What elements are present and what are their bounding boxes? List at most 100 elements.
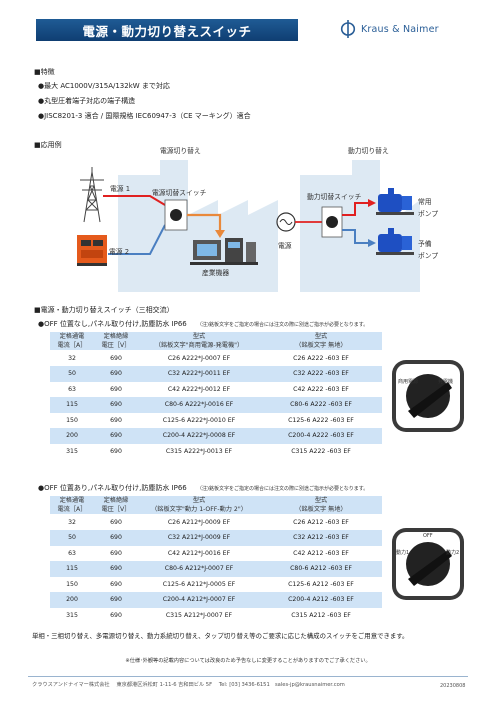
main-pump-label-1: 常用 [418,198,432,206]
table-cell: C26 A212 -603 EF [293,519,349,526]
table-cell: 115 [50,397,94,413]
table-cell: 690 [110,447,122,455]
header-line: 定格通電 [59,333,85,340]
table-cell: 150 [66,580,78,588]
header-line: （銘板文字 無地） [295,506,347,513]
table1-caption-text: ●OFF 位置なし,パネル取り付け,防塵防水 IP66 [38,320,187,328]
col-voltage-header: 定格絶縁電圧［V］ [94,332,138,351]
table-cell: C315 A222*J-0013 EF [165,447,233,455]
table-cell: 690 [110,611,122,619]
table-cell: 690 [94,530,138,546]
table-cell: C26 A222 -603 EF [293,355,349,362]
table-cell: C32 A212 -603 EF [260,530,382,546]
knob2-right-label: 動力2 [446,550,460,556]
table-cell: C200-4 A222*J-0008 EF [138,428,260,444]
table-cell: C200-4 A212 -603 EF [260,592,382,608]
col-model-plain-header: 型式（銘板文字 無地） [260,332,382,351]
motor-switch-title: 動力切り替え [348,147,389,155]
table-cell: C26 A212*J-0009 EF [167,519,231,526]
table-cell: 690 [94,561,138,577]
spec-table-1: 定格通電電流［A］ 定格絶縁電圧［V］ 型式 （銘板文字"商用電源-発電機"） 型… [50,332,382,459]
page-title: 電源・動力切り替えスイッチ [36,19,298,41]
usage-heading: ■応用例 [34,141,62,149]
header-line: 型式 [192,333,206,340]
brand-logo: Kraus & Naimer [340,18,439,40]
header-line: 定格通電 [59,497,85,504]
header-line: 定格絶縁 [103,497,129,504]
table-cell: C125-6 A222 -603 EF [288,416,354,424]
table-cell: 200 [50,428,94,444]
header-line: 電流［A］ [57,342,87,349]
feature-item: ●JISC8201-3 適合 / 国際規格 IEC60947-3（CE マーキン… [38,112,251,120]
knob2-left-label: 動力1 [396,550,410,556]
table2-note: （注)銘板文字をご指定の場合には注文の際に別途ご指示が必要となります。 [197,486,369,492]
table-cell: 32 [68,355,76,362]
power-label: 電源 [278,242,292,250]
table-cell: C315 A212 -603 EF [291,611,351,619]
table-cell: 690 [110,416,122,424]
table-cell: C80-6 A212*J-0007 EF [138,561,260,577]
col-model-header: 型式 （銘板文字"動力 1-OFF-動力 2"） [138,496,260,515]
power-switch-label: 電源切替スイッチ [152,189,207,197]
company-info: クラウスアンドナイマー株式会社 東京都港区浜松町 1-11-6 吉和田ビル 5F… [32,682,345,688]
table-cell: C80-6 A222*J-0016 EF [138,397,260,413]
header-line: （銘板文字"動力 1-OFF-動力 2"） [151,506,247,513]
header-line: 定格絶縁 [103,333,129,340]
disclaimer: ※仕様･外観等の記載内容については改良のため予告なしに変更することがありますので… [125,658,371,664]
main-pump-label-2: ポンプ [418,210,439,218]
col-model-header: 型式 （銘板文字"商用電源-発電機"） [138,332,260,351]
spare-pump-label-1: 予備 [418,240,432,248]
table-cell: C200-4 A222 -603 EF [260,428,382,444]
table-cell: 50 [50,530,94,546]
spec-table-2: 定格通電電流［A］ 定格絶縁電圧［V］ 型式（銘板文字"動力 1-OFF-動力 … [50,496,382,623]
industrial-label: 産業機器 [202,269,230,277]
header-line: 型式 [192,497,206,504]
knob1-right-label: 発電機 [438,379,454,385]
table-cell: C80-6 A222 -603 EF [260,397,382,413]
table-cell: 690 [94,397,138,413]
table-cell: 690 [110,580,122,588]
table-cell: C32 A222 -603 EF [260,366,382,382]
feature-item: ●丸型圧着端子対応の端子構造 [38,97,136,105]
table-row: 150 690 C125-6 A222*J-0010 EF C125-6 A222 -… [50,413,382,429]
table-cell: 63 [68,385,76,393]
feature-item: ●最大 AC1000V/315A/132kW まで対応 [38,82,170,90]
header-line: 電圧［V］ [101,342,131,349]
table-cell: 115 [50,561,94,577]
spare-pump-label-2: ポンプ [418,252,439,260]
table-cell: C315 A212*J-0007 EF [165,611,233,619]
table-cell: C42 A212*J-0016 EF [167,549,231,557]
table1-caption: ●OFF 位置なし,パネル取り付け,防塵防水 IP66 （注)銘板文字をご指定の… [38,319,368,329]
table-cell: C315 A222 -603 EF [291,447,351,455]
generator-icon [77,235,107,266]
table-cell: C42 A212 -603 EF [293,549,349,557]
table-cell: C32 A212*J-0009 EF [138,530,260,546]
table-cell: 32 [68,519,76,526]
power-tower-icon [80,167,104,223]
table-cell: C125-6 A222*J-0010 EF [162,416,236,424]
header-line: 型式 [314,497,328,504]
table-cell: 690 [110,385,122,393]
table2-caption-text: ●OFF 位置あり,パネル取り付け,防塵防水 IP66 [38,484,187,492]
table-cell: 200 [50,592,94,608]
table-cell: 63 [68,549,76,557]
col-model-plain-header: 型式 （銘板文字 無地） [260,496,382,515]
brand-name: Kraus & Naimer [361,23,439,35]
spec-heading: ■電源・動力切り替えスイッチ（三相交流） [34,306,174,314]
header-line: （銘板文字"商用電源-発電機"） [154,342,244,349]
table-cell: C125-6 A212 -603 EF [288,580,354,588]
application-diagram [77,160,420,292]
header-line: （銘板文字 無地） [295,342,347,349]
brand-mark-icon [340,20,356,38]
table-cell: 690 [94,428,138,444]
table-cell: 150 [66,416,78,424]
